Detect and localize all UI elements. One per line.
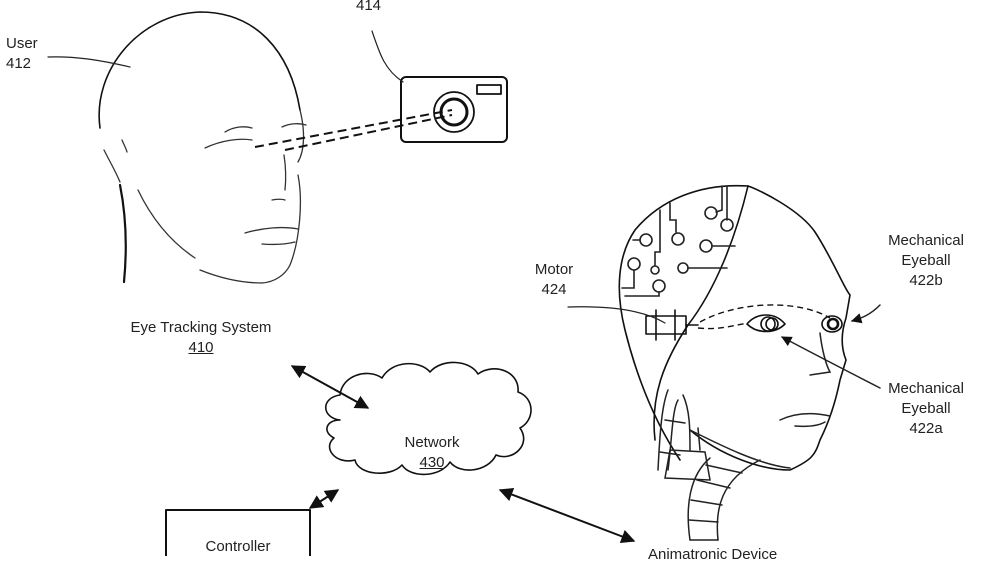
camera-ref-label: 414 <box>356 0 381 16</box>
animatronic-device-text: Animatronic Device <box>648 546 778 563</box>
eyeball-422b-label: Mechanical Eyeball 422b <box>876 231 976 291</box>
camera-icon <box>400 76 508 143</box>
eyeball-422b-line1: Mechanical <box>888 232 964 249</box>
user-ref: 412 <box>6 55 32 72</box>
motor-label: Motor 424 <box>528 260 580 300</box>
eye-tracking-system-ref: 410 <box>188 339 214 356</box>
eyeball-422a-line1: Mechanical <box>888 380 964 397</box>
network-ref: 430 <box>419 454 445 471</box>
motor-ref: 424 <box>541 281 567 298</box>
motor-icon <box>645 309 699 341</box>
controller-label: Controller <box>166 537 310 557</box>
arrow-eyeball-422a <box>781 336 881 389</box>
arrow-controller-network <box>308 489 340 509</box>
eyeball-422a-ref: 422a <box>909 420 943 437</box>
eyeball-422b-line2: Eyeball <box>901 252 951 269</box>
camera-leader-line <box>371 30 404 83</box>
motor-leader-line <box>567 306 666 324</box>
eyeball-422a-label: Mechanical Eyeball 422a <box>876 379 976 439</box>
gaze-lines <box>254 109 453 151</box>
controller-text: Controller <box>205 538 271 555</box>
arrow-eye-tracking-network <box>290 365 370 409</box>
motor-text: Motor <box>534 261 574 278</box>
network-label: Network 430 <box>392 433 472 473</box>
camera-ref: 414 <box>356 0 382 14</box>
animatronic-device-label: Animatronic Device <box>648 545 777 565</box>
mechanical-eyeball-422b <box>821 315 843 333</box>
user-label: User 412 <box>6 34 38 74</box>
neck-segments <box>687 457 761 541</box>
user-head-outline <box>98 11 301 129</box>
user-leader-line <box>47 56 131 68</box>
arrow-eyeball-422b <box>850 304 881 324</box>
animatronic-head-drawing <box>618 184 851 541</box>
network-text: Network <box>404 434 460 451</box>
eyeball-422b-ref: 422b <box>909 272 943 289</box>
arrow-network-animatronic <box>498 487 636 544</box>
user-head-drawing <box>98 11 307 284</box>
eye-tracking-system-label: Eye Tracking System 410 <box>118 318 284 358</box>
eye-tracking-system-text: Eye Tracking System <box>130 319 272 336</box>
controller-box <box>165 509 311 556</box>
mechanical-eyeball-422a <box>746 314 786 333</box>
eyeball-422a-line2: Eyeball <box>901 400 951 417</box>
user-label-text: User <box>6 35 38 52</box>
network-cloud <box>324 361 532 476</box>
